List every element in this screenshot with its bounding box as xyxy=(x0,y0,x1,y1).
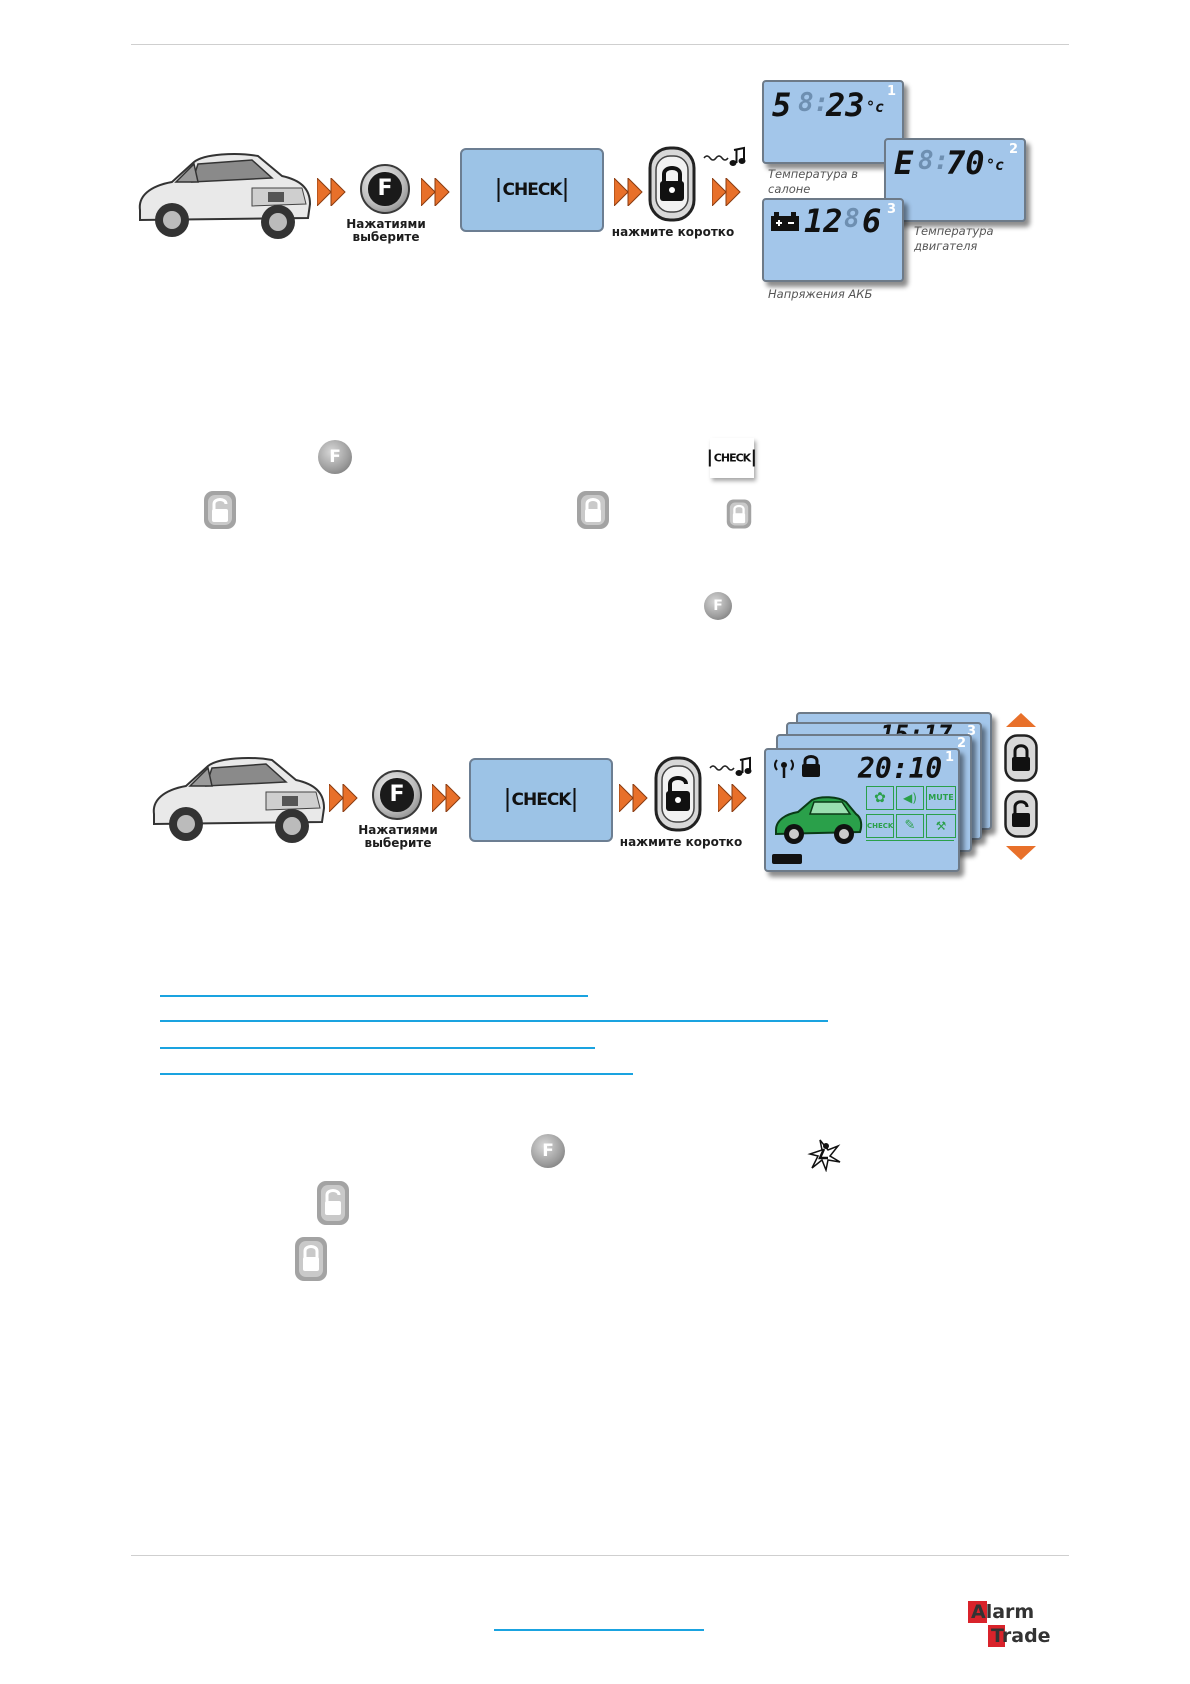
logo-top-text: Alarm xyxy=(971,1601,1035,1623)
fan-icon: ✿ xyxy=(866,786,894,810)
footer-rule xyxy=(131,1555,1069,1556)
alarm-trade-logo: Alarm Trade xyxy=(968,1601,1068,1649)
lock-button-icon xyxy=(295,1237,327,1281)
f-button-icon: F xyxy=(318,440,352,474)
caption-cabin-temp: Температура в салоне xyxy=(768,167,859,196)
battery-voltage-screen: 3 12 8 6 xyxy=(762,198,904,282)
step-label: Нажатиями выберите xyxy=(346,217,426,244)
press-label: нажмите коротко xyxy=(619,835,743,849)
unlock-button-icon xyxy=(204,491,236,529)
arrow-up-icon xyxy=(1006,713,1036,727)
status-screen-front: 1 20:10 ✿ ◀) MUTE CHECK ✎ ⚒ xyxy=(764,748,960,872)
segment-colon: 8: xyxy=(798,88,830,118)
header-rule xyxy=(131,44,1069,45)
f-button-label: F xyxy=(368,172,402,206)
screen-number: 1 xyxy=(886,84,896,99)
lock-button-icon xyxy=(577,491,609,529)
screen-number: 1 xyxy=(944,750,954,765)
car-illustration-2 xyxy=(152,757,326,843)
lock-button-icon xyxy=(648,146,696,222)
unlock-button-icon xyxy=(1004,790,1038,838)
arrow-down-icon xyxy=(1006,846,1036,860)
antenna-icon xyxy=(774,759,794,778)
arrow-right-icon xyxy=(317,178,346,206)
arrow-right-icon xyxy=(712,178,741,206)
check-small-icon: CHECK xyxy=(866,814,894,838)
segment-volts: 12 xyxy=(804,202,843,240)
f-button-icon: F xyxy=(360,164,410,214)
lock-icon xyxy=(802,755,820,777)
screen-number: 3 xyxy=(886,202,896,217)
f-button-label: F xyxy=(542,1141,554,1161)
status-icon-grid: ✿ ◀) MUTE CHECK ✎ ⚒ xyxy=(866,786,956,850)
arrow-right-icon xyxy=(329,784,358,812)
car-green-icon xyxy=(775,796,863,844)
sound-note-icon xyxy=(703,146,746,166)
segment-colon: 8: xyxy=(918,146,950,176)
check-icon: CHECK xyxy=(708,438,756,478)
check-lcd-display: CHECK xyxy=(460,148,604,232)
unlock-button-icon xyxy=(317,1181,349,1225)
f-button-icon: F xyxy=(372,770,422,820)
arrow-right-icon xyxy=(619,784,648,812)
temp-engine-screen: 2 E 8: 70 °c xyxy=(884,138,1026,222)
unlock-button-icon xyxy=(654,756,702,832)
footer-link[interactable] xyxy=(494,1629,704,1631)
arrow-right-icon xyxy=(432,784,461,812)
segment-time: 20:10 xyxy=(858,752,943,785)
logo-letter-t-box xyxy=(988,1625,1005,1647)
segment-value: 23 xyxy=(826,86,865,124)
screen-number: 2 xyxy=(956,736,966,751)
f-button-icon: F xyxy=(704,592,732,620)
caption-engine-temp: Температура двигателя xyxy=(914,224,994,253)
check-icon-text: CHECK xyxy=(708,449,756,467)
speaker-icon: ◀) xyxy=(896,786,924,810)
segment-unit: °c xyxy=(986,156,1005,174)
wrench-icon: ✎ xyxy=(896,814,924,838)
small-indicators xyxy=(866,840,954,851)
f-button-icon: F xyxy=(531,1134,565,1168)
link-2[interactable] xyxy=(160,1020,828,1022)
tools-icon: ⚒ xyxy=(926,814,956,838)
f-button-label: F xyxy=(380,778,414,812)
press-label: нажмите коротко xyxy=(611,225,735,239)
f-button-label: F xyxy=(329,447,341,467)
link-3[interactable] xyxy=(160,1047,595,1049)
battery-level-icon xyxy=(772,854,802,864)
segment-dot: 8 xyxy=(844,204,860,234)
caption-battery: Напряжения АКБ xyxy=(768,287,873,301)
link-1[interactable] xyxy=(160,995,588,997)
car-illustration-1 xyxy=(138,153,312,239)
check-lcd-display: CHECK xyxy=(469,758,613,842)
logo-bottom-text: Trade xyxy=(991,1625,1051,1647)
screen-number: 3 xyxy=(966,724,976,739)
panic-alert-icon xyxy=(807,1139,841,1172)
arrow-right-icon xyxy=(614,178,643,206)
arrow-right-icon xyxy=(718,784,747,812)
link-4[interactable] xyxy=(160,1073,633,1075)
sound-note-icon xyxy=(709,756,752,776)
step-label: Нажатиями выберите xyxy=(358,823,438,850)
segment-reading: 5 xyxy=(772,86,792,124)
segment-unit: °c xyxy=(866,98,885,116)
f-button-label: F xyxy=(713,598,723,614)
lock-button-icon xyxy=(1004,734,1038,782)
segment-reading: E xyxy=(894,144,914,182)
lock-button-small-icon xyxy=(726,499,752,529)
segment-decimal: 6 xyxy=(862,202,882,240)
temp-cabin-screen: 1 5 8: 23 °c xyxy=(762,80,904,164)
check-icon: CHECK xyxy=(506,788,576,812)
battery-icon xyxy=(771,212,799,231)
arrow-right-icon xyxy=(421,178,450,206)
screen-number: 2 xyxy=(1008,142,1018,157)
logo-letter-a-box xyxy=(968,1601,987,1623)
segment-value: 70 xyxy=(946,144,985,182)
check-icon: CHECK xyxy=(497,178,567,202)
mute-icon: MUTE xyxy=(926,786,956,810)
